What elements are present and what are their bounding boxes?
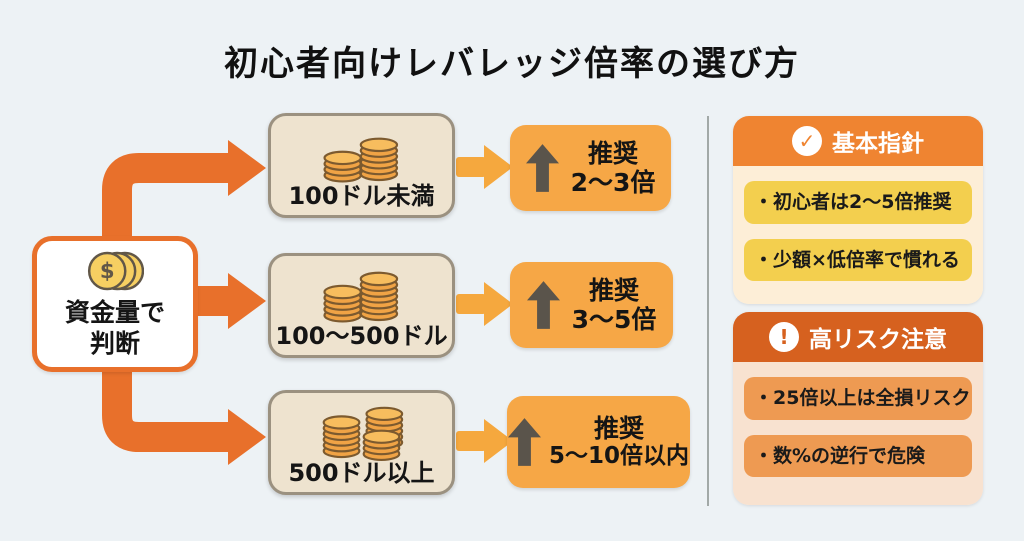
amber-arrow-2-head xyxy=(484,282,513,326)
recommendation-box-3: 推奨 5〜10倍以内 xyxy=(507,396,690,488)
up-arrow-icon xyxy=(526,281,560,329)
recommendation-text: 推奨 5〜10倍以内 xyxy=(549,414,689,471)
condition-box-over-500: 500ドル以上 xyxy=(268,390,455,495)
branch-arrow-top-shaft xyxy=(102,153,230,246)
condition-label: 100ドル未満 xyxy=(288,182,435,210)
recommendation-box-1: 推奨 2〜3倍 xyxy=(510,125,671,211)
risk-item: ・25倍以上は全損リスク xyxy=(744,377,972,420)
amber-arrow-1-shaft xyxy=(456,157,486,177)
dollar-glyph: $ xyxy=(100,259,115,284)
risk-card-body: ・25倍以上は全損リスク ・数%の逆行で危険 xyxy=(733,362,983,505)
check-icon: ✓ xyxy=(792,126,822,156)
page-title: 初心者向けレバレッジ倍率の選び方 xyxy=(224,44,800,84)
branch-arrow-middle-head xyxy=(228,273,266,329)
recommendation-value: 5〜10倍以内 xyxy=(548,443,689,470)
amber-arrow-2-shaft xyxy=(456,294,486,314)
risk-card-title: 高リスク注意 xyxy=(809,327,947,353)
condition-label: 500ドル以上 xyxy=(288,459,435,487)
condition-box-under-100: 100ドル未満 xyxy=(268,113,455,218)
dollar-coins-icon: $ xyxy=(87,251,144,291)
recommendation-label: 推奨 xyxy=(593,413,644,443)
amber-arrow-3-head xyxy=(484,419,513,463)
alert-icon: ! xyxy=(769,322,799,352)
branch-arrow-bottom-shaft xyxy=(102,360,230,452)
amber-arrow-1-head xyxy=(484,145,513,189)
up-arrow-icon xyxy=(507,418,541,466)
guideline-card-header: ✓ 基本指針 xyxy=(733,116,983,166)
branch-arrow-bottom-head xyxy=(228,409,266,465)
guideline-item: ・初心者は2〜5倍推奨 xyxy=(744,181,972,224)
recommendation-text: 推奨 3〜5倍 xyxy=(572,276,657,335)
branch-arrow-top-head xyxy=(228,140,266,196)
risk-card: ! 高リスク注意 ・25倍以上は全損リスク ・数%の逆行で危険 xyxy=(733,312,983,505)
coin-stack-icon xyxy=(323,137,399,183)
recommendation-value: 2〜3倍 xyxy=(570,168,656,197)
risk-item: ・数%の逆行で危険 xyxy=(744,434,972,478)
guideline-card: ✓ 基本指針 ・初心者は2〜5倍推奨 ・少額×低倍率で慣れる xyxy=(733,116,983,304)
condition-label: 100〜500ドル xyxy=(275,322,448,350)
coin-stack-icon xyxy=(322,406,404,461)
guideline-item: ・少額×低倍率で慣れる xyxy=(744,238,972,282)
recommendation-label: 推奨 xyxy=(588,275,639,305)
decision-box: $ 資金量で 判断 xyxy=(32,236,198,372)
guideline-card-title: 基本指針 xyxy=(832,131,924,157)
condition-box-100-500: 100〜500ドル xyxy=(268,253,455,358)
recommendation-box-2: 推奨 3〜5倍 xyxy=(510,262,673,348)
decision-label: 資金量で 判断 xyxy=(64,297,165,358)
recommendation-value: 3〜5倍 xyxy=(571,305,657,334)
recommendation-label: 推奨 xyxy=(587,138,638,168)
coin-stack-icon xyxy=(323,271,399,323)
panel-divider xyxy=(707,116,709,506)
up-arrow-icon xyxy=(525,144,559,192)
guideline-card-body: ・初心者は2〜5倍推奨 ・少額×低倍率で慣れる xyxy=(733,166,983,304)
amber-arrow-3-shaft xyxy=(456,431,486,451)
risk-card-header: ! 高リスク注意 xyxy=(733,312,983,362)
recommendation-text: 推奨 2〜3倍 xyxy=(571,139,656,198)
